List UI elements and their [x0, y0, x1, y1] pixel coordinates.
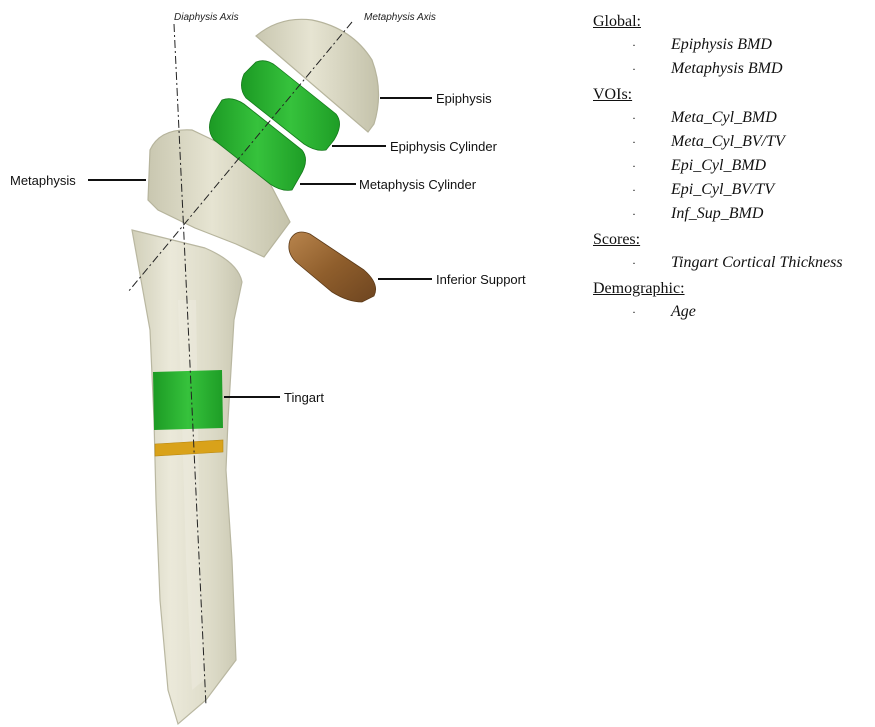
legend-category-scores: Scores:: [593, 229, 875, 251]
bullet-icon: ·: [632, 251, 636, 275]
legend-item-text: Age: [671, 303, 696, 320]
legend-category-demographic: Demographic:: [593, 278, 875, 300]
legend-group-vois: VOIs: · Meta_Cyl_BMD · Meta_Cyl_BV/TV · Epi…: [593, 84, 875, 226]
epiphysis-label: Epiphysis: [436, 91, 492, 106]
bullet-icon: ·: [632, 33, 636, 57]
legend-item: · Epi_Cyl_BV/TV: [593, 178, 875, 202]
legend-group-scores: Scores: · Tingart Cortical Thickness: [593, 229, 875, 275]
legend-item-text: Epi_Cyl_BMD: [671, 157, 766, 174]
legend-category-vois: VOIs:: [593, 84, 875, 106]
legend-category-global: Global:: [593, 11, 875, 33]
legend-item-text: Epiphysis BMD: [671, 36, 772, 53]
bullet-icon: ·: [632, 300, 636, 324]
bullet-icon: ·: [632, 106, 636, 130]
legend-group-demographic: Demographic: · Age: [593, 278, 875, 324]
metaphysis-axis-label: Metaphysis Axis: [364, 12, 436, 23]
legend-item: · Meta_Cyl_BV/TV: [593, 130, 875, 154]
inferior-support-label: Inferior Support: [436, 272, 526, 287]
tingart-label: Tingart: [284, 390, 324, 405]
diaphysis-axis-label: Diaphysis Axis: [174, 12, 239, 23]
legend-item: · Age: [593, 300, 875, 324]
legend-item: · Meta_Cyl_BMD: [593, 106, 875, 130]
legend-item-text: Meta_Cyl_BV/TV: [671, 133, 785, 150]
legend-item: · Epi_Cyl_BMD: [593, 154, 875, 178]
epiphysis-cylinder-label: Epiphysis Cylinder: [390, 139, 498, 154]
legend-item: · Metaphysis BMD: [593, 57, 875, 81]
legend-item: · Inf_Sup_BMD: [593, 202, 875, 226]
legend-item-text: Epi_Cyl_BV/TV: [671, 181, 774, 198]
metaphysis-cylinder-label: Metaphysis Cylinder: [359, 177, 477, 192]
legend-item: · Tingart Cortical Thickness: [593, 251, 875, 275]
bullet-icon: ·: [632, 178, 636, 202]
legend-item-text: Metaphysis BMD: [671, 60, 783, 77]
variable-legend: Global: · Epiphysis BMD · Metaphysis BMD V…: [593, 9, 875, 324]
legend-item-text: Meta_Cyl_BMD: [671, 109, 777, 126]
bullet-icon: ·: [632, 130, 636, 154]
legend-item-text: Tingart Cortical Thickness: [671, 254, 843, 271]
inferior-support: [289, 232, 376, 302]
legend-item-text: Inf_Sup_BMD: [671, 205, 763, 222]
legend-item: · Epiphysis BMD: [593, 33, 875, 57]
legend-group-global: Global: · Epiphysis BMD · Metaphysis BMD: [593, 11, 875, 81]
tingart-region: [153, 370, 223, 430]
bullet-icon: ·: [632, 154, 636, 178]
bullet-icon: ·: [632, 202, 636, 226]
bullet-icon: ·: [632, 57, 636, 81]
metaphysis-label: Metaphysis: [10, 173, 76, 188]
